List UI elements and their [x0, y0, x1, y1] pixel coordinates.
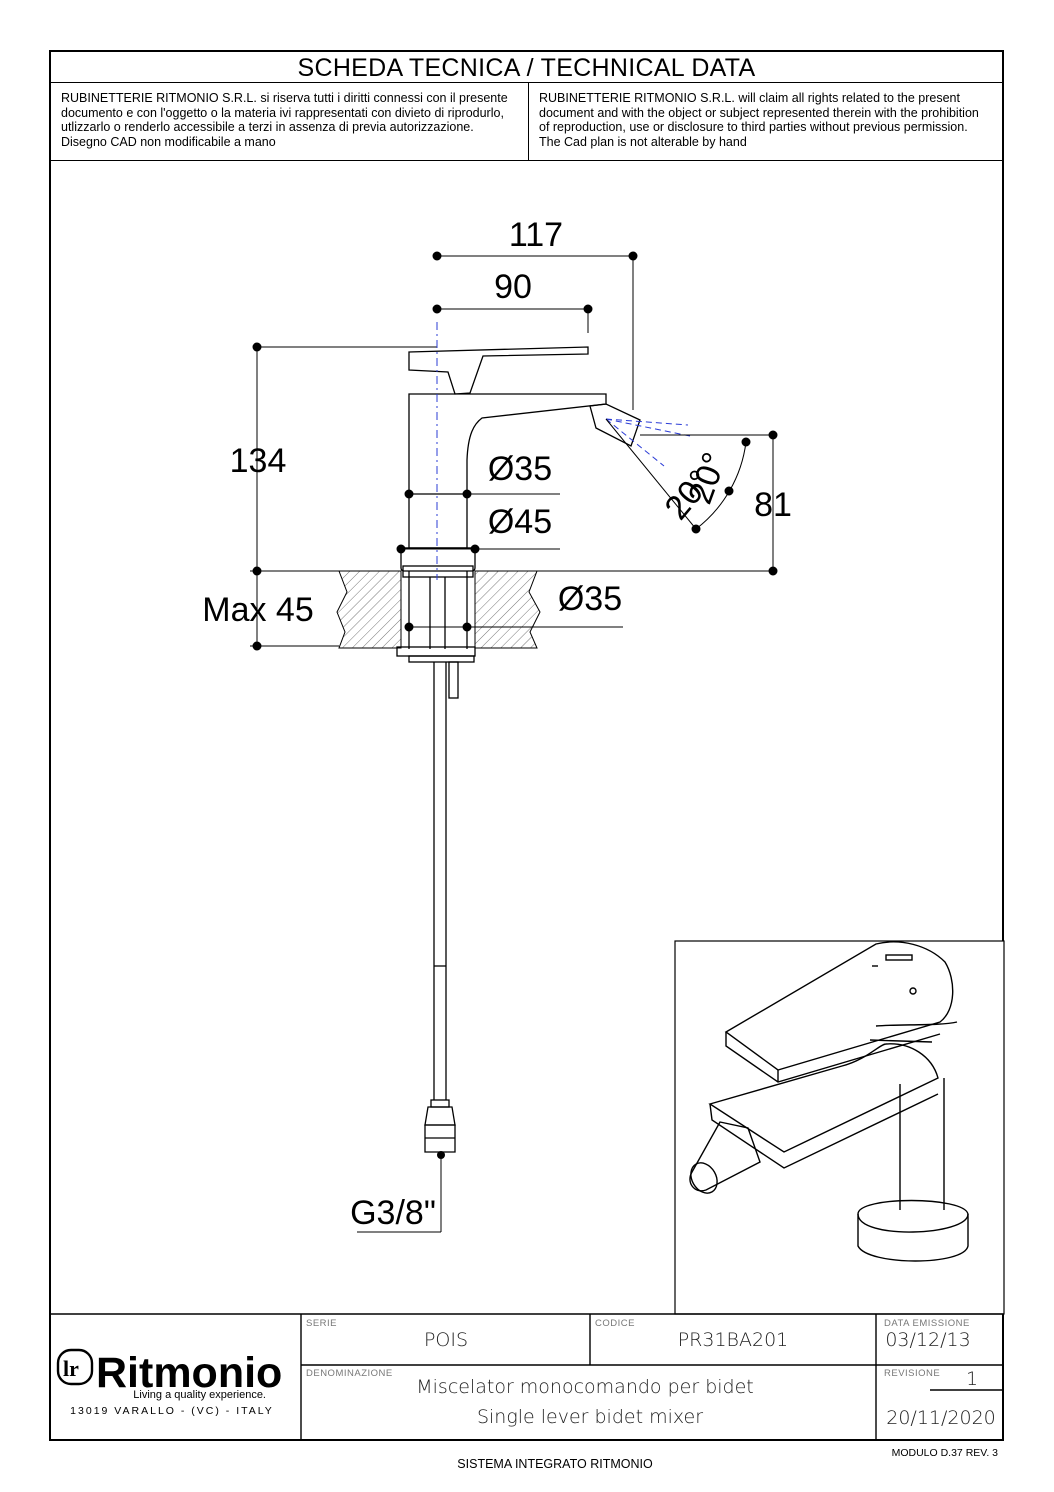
- dimension-134-label: 134: [230, 442, 287, 480]
- sheet-frame: SCHEDA TECNICA / TECHNICAL DATA RUBINETT…: [49, 50, 1004, 1441]
- copyright-notice-italian: RUBINETTERIE RITMONIO S.R.L. si riserva …: [51, 83, 529, 160]
- dimension-diameter-35-hole-label: Ø35: [558, 580, 622, 618]
- serie-value: POIS: [424, 1329, 468, 1351]
- data-emissione-value: 03/12/13: [885, 1329, 970, 1351]
- denominazione-english: Single lever bidet mixer: [477, 1406, 703, 1428]
- brand-name: Ritmonio: [96, 1349, 282, 1397]
- dimension-117-label: 117: [509, 216, 563, 254]
- data-emissione-label: DATA EMISSIONE: [884, 1318, 970, 1329]
- module-code: MODULO D.37 REV. 3: [891, 1447, 998, 1459]
- dimension-81: [475, 430, 778, 576]
- revisione-date: 20/11/2020: [886, 1407, 996, 1429]
- title-block-grid: [49, 1313, 1004, 1441]
- sheet-title: SCHEDA TECNICA / TECHNICAL DATA: [51, 52, 1002, 83]
- codice-label: CODICE: [595, 1318, 635, 1329]
- svg-text:lr: lr: [63, 1356, 79, 1381]
- brand-tagline: Living a quality experience.: [133, 1389, 266, 1401]
- dimension-diameter-35-label: Ø35: [488, 450, 552, 488]
- revisione-label: REVISIONE: [884, 1368, 940, 1379]
- system-name: SISTEMA INTEGRATO RITMONIO: [457, 1457, 653, 1471]
- perspective-view-frame: [674, 940, 1005, 1315]
- revisione-value: 1: [966, 1368, 978, 1390]
- denominazione-label: DENOMINAZIONE: [306, 1368, 393, 1379]
- serie-label: SERIE: [306, 1318, 337, 1329]
- copyright-notice-english: RUBINETTERIE RITMONIO S.R.L. will claim …: [539, 91, 979, 149]
- dimension-90: [432, 304, 593, 333]
- ritmonio-logo: lr Ritmonio: [56, 1348, 282, 1397]
- dimension-connection: [357, 1155, 442, 1233]
- dimension-max-45: [250, 570, 323, 651]
- connection-label: G3/8": [350, 1194, 436, 1232]
- angle-arc: [605, 418, 751, 534]
- perspective-view: [689, 941, 969, 1262]
- codice-value: PR31BA201: [678, 1329, 789, 1351]
- deck-section: [323, 570, 541, 649]
- denominazione-italian: Miscelator monocomando per bidet: [416, 1376, 753, 1398]
- dimension-117: [432, 251, 638, 410]
- dimension-max-45-label: Max 45: [202, 591, 314, 629]
- dimension-diameter-35-body: [404, 489, 560, 499]
- header-divider: [51, 160, 1002, 161]
- mixer-side-view: [396, 346, 641, 1153]
- brand-address: 13019 VARALLO - (VC) - ITALY: [70, 1405, 274, 1417]
- dimension-diameter-35-hole: [404, 622, 623, 632]
- dimension-diameter-45-label: Ø45: [488, 503, 552, 541]
- dimension-81-label: 81: [754, 486, 792, 524]
- dimension-90-label: 90: [494, 268, 532, 306]
- jet-axis-lines: [605, 418, 691, 467]
- dimension-diameter-45: [396, 544, 560, 554]
